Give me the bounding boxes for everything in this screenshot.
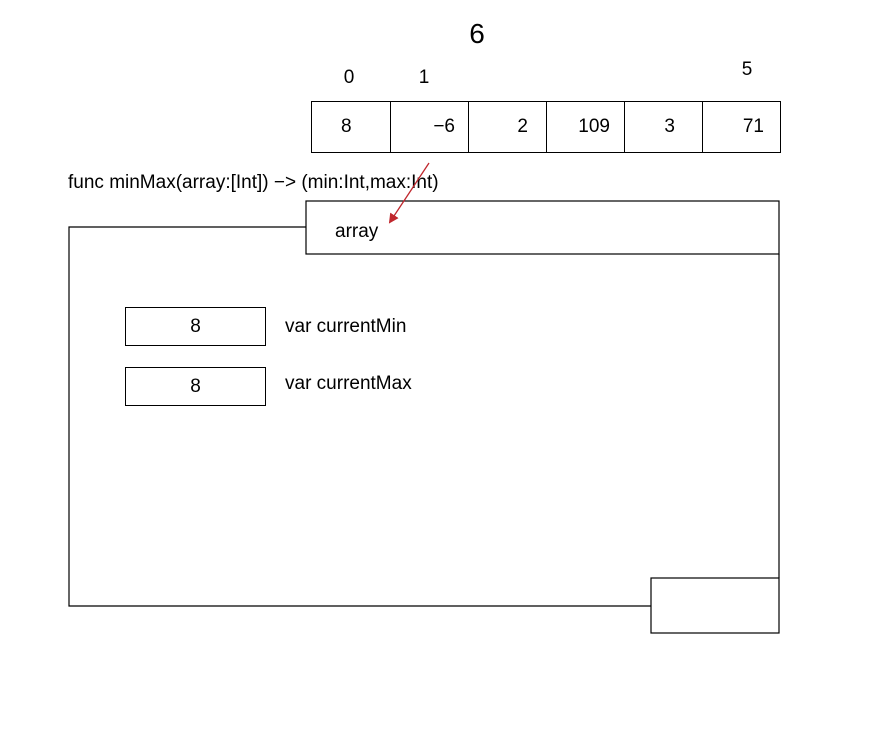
- array-index-label-0: 0: [343, 67, 355, 88]
- array-cells: 8 −6 2 109 3 71: [311, 101, 781, 153]
- current-max-value-box: 8: [125, 367, 266, 406]
- array-count-label: 6: [469, 18, 485, 49]
- return-box: [650, 577, 780, 634]
- current-min-label: var currentMin: [285, 316, 407, 337]
- array-cell-4: 3: [624, 102, 702, 152]
- array-cell-5: 71: [702, 102, 780, 152]
- array-cell-3: 109: [546, 102, 624, 152]
- array-cell-1: −6: [390, 102, 468, 152]
- reference-arrow: [388, 162, 430, 224]
- array-index-label-1: 1: [418, 67, 430, 88]
- function-signature: func minMax(array:[Int]) −> (min:Int,max…: [68, 172, 439, 193]
- parameter-label: array: [335, 221, 379, 242]
- array-cell-2: 2: [468, 102, 546, 152]
- function-frame-outline: [68, 226, 651, 607]
- current-min-value-box: 8: [125, 307, 266, 346]
- current-max-label: var currentMax: [285, 373, 412, 394]
- array-index-label-5: 5: [741, 59, 753, 80]
- parameter-box: [305, 200, 780, 255]
- array-cell-0: 8: [341, 116, 352, 137]
